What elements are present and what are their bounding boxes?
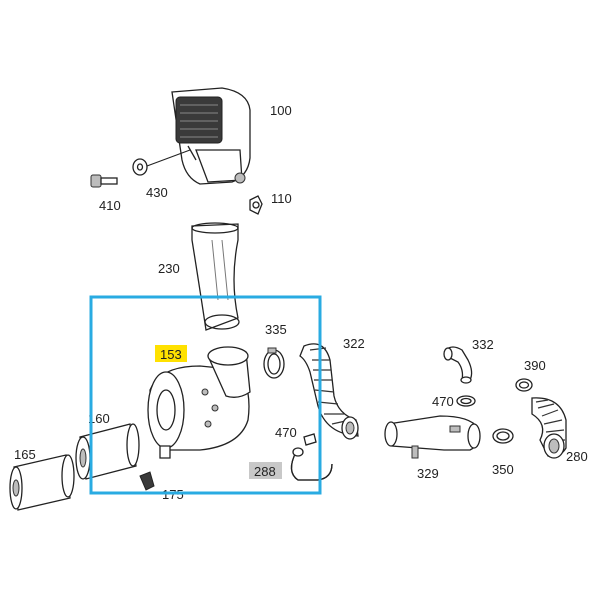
assembly-highlight-box <box>89 295 322 495</box>
label-280: 280 <box>566 449 588 464</box>
label-470-left: 470 <box>275 425 297 440</box>
label-335: 335 <box>265 322 287 337</box>
part-332-elbow-pipe[interactable] <box>443 346 473 384</box>
label-110: 110 <box>271 191 292 206</box>
part-350-hose-clamp[interactable] <box>492 428 514 444</box>
label-410: 410 <box>99 198 121 213</box>
part-288-bent-pipe[interactable] <box>290 447 333 481</box>
part-160-filter-element[interactable] <box>75 423 140 480</box>
label-470-right: 470 <box>432 394 454 409</box>
part-100-intake-housing[interactable] <box>171 87 251 185</box>
label-329: 329 <box>417 466 439 481</box>
label-322: 322 <box>343 336 365 351</box>
part-335-hose-clamp[interactable] <box>263 347 285 379</box>
part-280-bellows-hose[interactable] <box>531 397 567 459</box>
label-390: 390 <box>524 358 546 373</box>
label-153-highlight <box>155 345 187 362</box>
label-350: 350 <box>492 462 514 477</box>
part-390-clamp[interactable] <box>515 378 533 392</box>
label-288-highlight <box>249 462 282 479</box>
label-288: 288 <box>254 464 276 479</box>
part-410-bolt[interactable] <box>90 174 118 188</box>
part-110-clip[interactable] <box>249 195 263 215</box>
part-430-washer[interactable] <box>132 149 191 176</box>
label-332: 332 <box>472 337 494 352</box>
label-153: 153 <box>160 347 182 362</box>
part-470-fitting-left[interactable] <box>303 433 317 446</box>
label-230: 230 <box>158 261 180 276</box>
label-160: 160 <box>88 411 110 426</box>
label-430: 430 <box>146 185 168 200</box>
part-230-intake-duct[interactable] <box>191 222 240 331</box>
part-329-pipe-connector[interactable] <box>384 415 481 459</box>
part-153-air-filter-housing[interactable] <box>147 346 251 459</box>
part-322-corrugated-hose[interactable] <box>299 343 359 440</box>
label-100: 100 <box>270 103 292 118</box>
part-165-filter-cartridge[interactable] <box>9 454 75 511</box>
part-175-drain-valve[interactable] <box>139 471 155 491</box>
part-470-clamp-right[interactable] <box>456 395 476 407</box>
label-165: 165 <box>14 447 36 462</box>
